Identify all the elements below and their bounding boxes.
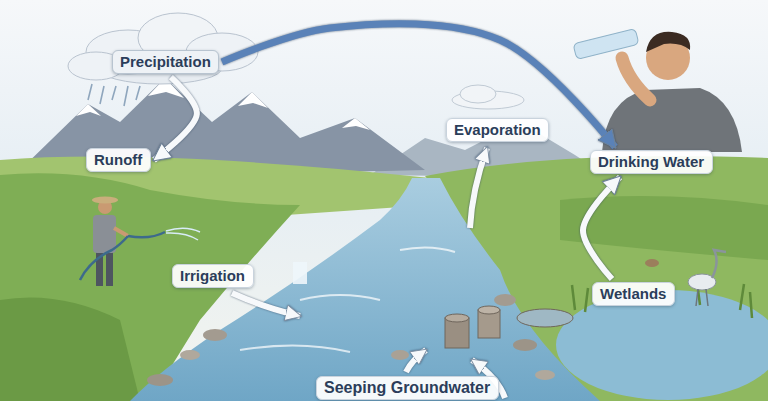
label-box: Evaporation xyxy=(446,118,549,142)
farmer-body xyxy=(93,215,116,253)
water-bottle xyxy=(573,28,639,59)
rock xyxy=(535,370,555,380)
snow-cap xyxy=(76,104,101,116)
rock xyxy=(203,329,227,341)
rock xyxy=(391,350,409,360)
snow-cap xyxy=(342,118,370,130)
tank-top xyxy=(478,306,500,314)
label-box: Irrigation xyxy=(172,264,254,288)
rock xyxy=(147,374,173,386)
rock xyxy=(513,339,537,351)
heron-legs xyxy=(696,289,708,306)
farmer-leg xyxy=(106,250,113,286)
label-text: Precipitation xyxy=(120,53,211,71)
heron-neck xyxy=(712,250,726,278)
waterfall xyxy=(293,262,307,284)
farmer-hat xyxy=(92,197,118,204)
label-text: Drinking Water xyxy=(598,153,704,171)
evaporation-arrow xyxy=(470,148,487,228)
flow-arrow xyxy=(222,24,615,147)
rain xyxy=(88,84,140,106)
river-ripple xyxy=(300,295,380,300)
river xyxy=(130,178,600,401)
label-text: Seeping Groundwater xyxy=(324,379,490,397)
man-hair xyxy=(646,32,690,52)
reeds xyxy=(572,282,752,318)
water-spray xyxy=(166,228,200,240)
label-text: Wetlands xyxy=(600,285,666,303)
man-arm xyxy=(622,58,650,100)
river-ripple xyxy=(400,247,455,252)
farmer-arm xyxy=(114,228,128,236)
snow-cap xyxy=(238,92,268,108)
river-ripple xyxy=(240,345,350,352)
label-box: Wetlands xyxy=(592,282,675,306)
label-box: Runoff xyxy=(86,148,151,172)
hose xyxy=(80,232,165,280)
cloud-label: Precipitation xyxy=(112,50,219,74)
settling-tank xyxy=(517,309,573,327)
rock xyxy=(494,294,516,306)
label-text: Evaporation xyxy=(454,121,541,139)
label-text: Irrigation xyxy=(180,267,245,285)
small-cloud xyxy=(460,85,496,103)
duck xyxy=(645,259,659,267)
flow-arrow xyxy=(583,177,620,279)
flow-arrow xyxy=(154,77,197,160)
label-text: Runoff xyxy=(94,151,142,169)
left-field-shade xyxy=(0,298,140,401)
rock xyxy=(180,350,200,360)
seepage-arrow xyxy=(406,350,426,372)
man-torso xyxy=(602,88,742,152)
irrigation-arrow xyxy=(232,293,300,316)
wetland-pond xyxy=(556,290,768,400)
tank-top xyxy=(445,314,469,322)
label-box: Seeping Groundwater xyxy=(316,376,499,400)
label-box: Drinking Water xyxy=(590,150,713,174)
